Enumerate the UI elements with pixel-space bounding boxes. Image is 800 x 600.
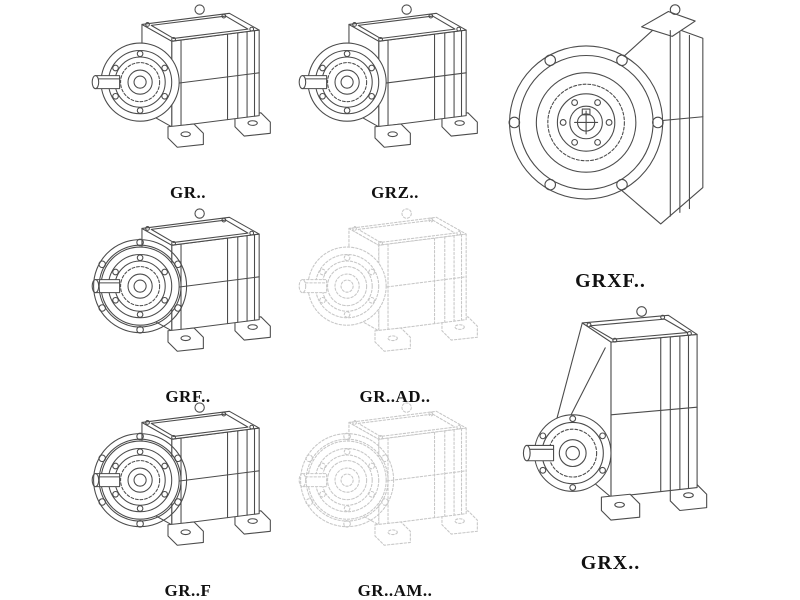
label-grad: GR..AD.. bbox=[359, 387, 431, 406]
label-grz: GRZ.. bbox=[371, 183, 419, 202]
figure-grz: GRZ.. bbox=[295, 2, 495, 203]
gearbox-drawing-grff-icon bbox=[88, 400, 288, 577]
label-gr: GR.. bbox=[170, 183, 206, 202]
label-grxf: GRXF.. bbox=[575, 270, 646, 292]
figure-gram: GR..AM.. bbox=[295, 400, 495, 600]
gearbox-drawing-gram-icon bbox=[295, 400, 495, 577]
label-grff: GR..F bbox=[164, 581, 212, 600]
gearbox-drawing-grz-icon bbox=[295, 2, 495, 179]
gearbox-drawing-grad-icon bbox=[295, 206, 495, 383]
label-gram: GR..AM.. bbox=[357, 581, 433, 600]
gearbox-drawing-gr-icon bbox=[88, 2, 288, 179]
figure-gr: GR.. bbox=[88, 2, 288, 203]
gearbox-drawing-grf-icon bbox=[88, 206, 288, 383]
figure-grff: GR..F bbox=[88, 400, 288, 600]
label-grx: GRX.. bbox=[580, 552, 641, 574]
figure-grf: GRF.. bbox=[88, 206, 288, 407]
figure-grad: GR..AD.. bbox=[295, 206, 495, 407]
gearbox-drawing-grx-icon bbox=[498, 300, 723, 544]
figure-grx: GRX.. bbox=[498, 300, 723, 575]
gearbox-drawing-grxf-icon bbox=[498, 0, 723, 244]
label-grf: GRF.. bbox=[165, 387, 211, 406]
figure-grxf: GRXF.. bbox=[498, 0, 723, 293]
